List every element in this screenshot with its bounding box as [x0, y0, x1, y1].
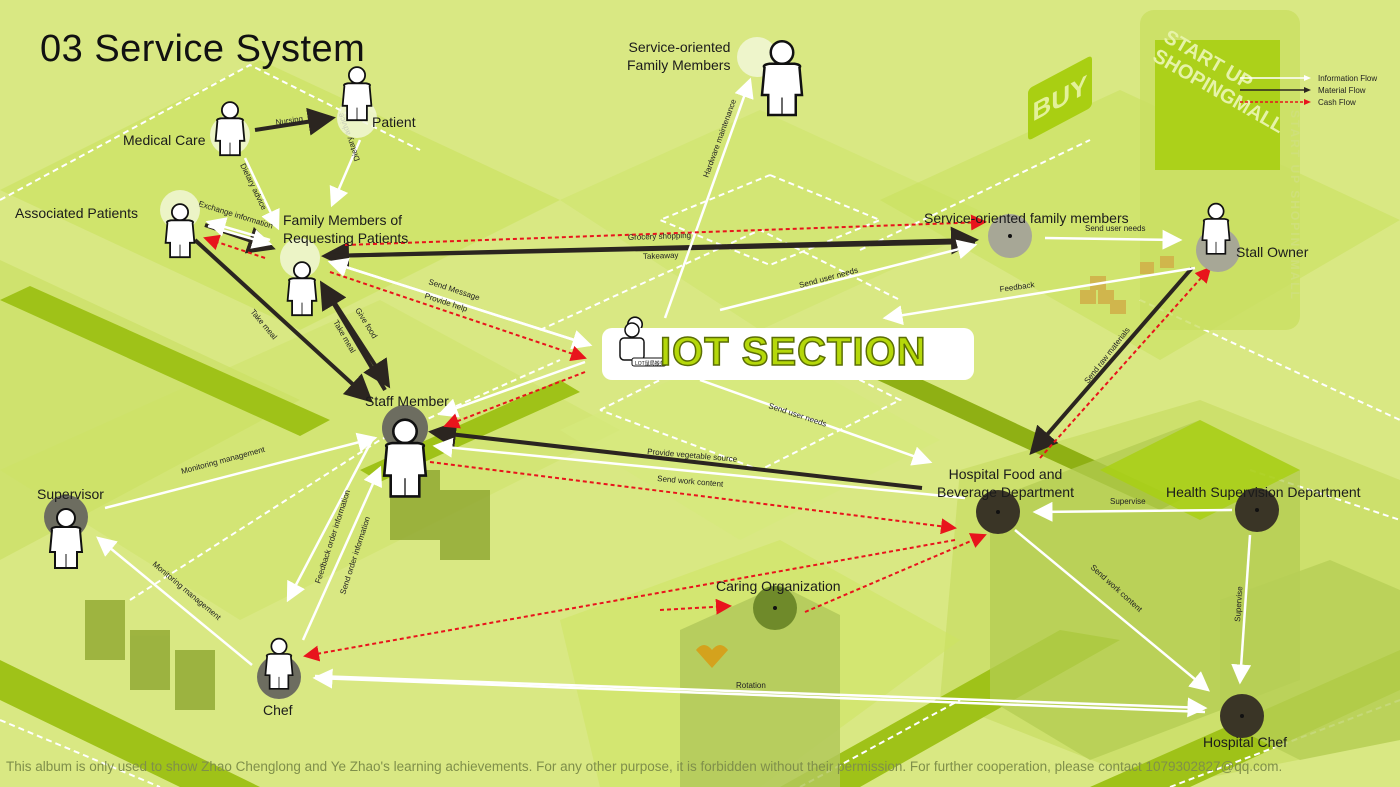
mall-facade — [1155, 40, 1280, 170]
footer-disclaimer: This album is only used to show Zhao Che… — [6, 759, 1283, 774]
legend-material-flow: Material Flow — [1240, 84, 1377, 96]
caring-building — [680, 585, 840, 787]
flow-rotation-to-hospital-chef — [314, 674, 1208, 718]
road-band — [0, 286, 330, 436]
top-center-platform — [560, 110, 1000, 330]
heart-icon — [696, 645, 728, 668]
node-dot — [773, 606, 777, 610]
label-service-family-members: Service-oriented family members — [924, 210, 1129, 226]
flow-monitoring-staff — [104, 432, 378, 510]
label-family-requesting-line-1: Family Members of — [283, 212, 403, 228]
cargo-boxes — [1080, 256, 1174, 314]
node-dot — [1255, 508, 1259, 512]
label-family-requesting: Family Members of Requesting Patients — [283, 211, 408, 247]
flow-send-raw-materials — [1029, 266, 1194, 456]
legend-information-flow: Information Flow — [1240, 72, 1377, 84]
flow-monitoring-chef — [96, 536, 253, 666]
flow-hardware-maintenance — [663, 77, 754, 319]
cash-family-to-mall — [344, 214, 987, 246]
flow-send-work-content — [432, 437, 966, 500]
legend-cash-flow: Cash Flow — [1240, 96, 1377, 108]
legend-material-flow-label: Material Flow — [1318, 85, 1366, 95]
cash-fb-to-chef — [303, 539, 956, 662]
cash-fb-to-stall — [1039, 266, 1212, 459]
cash-to-caring — [659, 598, 732, 615]
iot-section-box[interactable] — [602, 328, 974, 380]
flow-exchange-info-return — [207, 224, 273, 249]
flow-dietary-advice-medical — [243, 157, 280, 231]
annex-building — [1220, 560, 1400, 760]
legend-cash-flow-label: Cash Flow — [1318, 97, 1356, 107]
label-hospital-fb-line-1: Hospital Food and — [948, 466, 1063, 482]
kitchen-platform — [0, 300, 620, 620]
legend: Information Flow Material Flow Cash Flow — [1240, 72, 1377, 108]
flow-dietary-advice-patient — [329, 139, 362, 208]
label-health-supervision: Health Supervision Department — [1166, 484, 1361, 500]
label-patient: Patient — [372, 114, 416, 130]
legend-information-flow-label: Information Flow — [1318, 73, 1378, 83]
label-family-requesting-line-2: Requesting Patients — [283, 230, 409, 246]
flow-nursing — [254, 107, 336, 136]
node-dot — [1240, 714, 1244, 718]
cash-caring-to-fb — [804, 533, 987, 613]
label-rotation: Rotation — [736, 681, 766, 690]
center-platform — [560, 340, 940, 540]
label-service-family-line-2: Family Members — [627, 57, 731, 73]
cash-provide-help — [329, 271, 587, 362]
label-supervise-1: Supervise — [1110, 497, 1146, 506]
iot-group-icon: LOT鼠局搬务 — [619, 322, 667, 367]
label-hospital-fb-line-2: Beverage Department — [937, 484, 1074, 500]
cash-family-to-associated — [203, 234, 266, 259]
label-associated-patients: Associated Patients — [15, 205, 138, 221]
label-grocery-shopping: Grocery shopping — [628, 231, 691, 242]
flow-take-meal-associated — [193, 238, 373, 403]
flow-send-work-content-chef — [1014, 529, 1210, 692]
label-hospital-chef: Hospital Chef — [1203, 734, 1288, 750]
flow-send-user-needs-mall — [719, 239, 978, 312]
label-medical-care: Medical Care — [123, 132, 206, 148]
label-supervisor: Supervisor — [37, 486, 104, 502]
mall-vertical-sign: START UP SHOPINGMALL — [1288, 110, 1302, 301]
label-service-family-line-1: Service-oriented — [628, 39, 731, 55]
label-stall-owner: Stall Owner — [1236, 244, 1309, 260]
page-title: 03 Service System — [40, 28, 366, 70]
flow-iot-to-staff — [437, 360, 586, 418]
label-takeaway: Takeaway — [643, 251, 679, 261]
chef-person-icon — [264, 637, 294, 690]
road-band — [0, 660, 260, 787]
left-platform — [0, 260, 300, 560]
flow-rotation-to-chef — [312, 668, 1206, 714]
label-staff-member: Staff Member — [365, 393, 449, 409]
hospital-ward-platform — [0, 60, 560, 330]
medical-care-person-icon — [214, 101, 246, 157]
label-nursing: Nursing — [275, 114, 304, 127]
flow-send-message-return — [327, 257, 591, 347]
label-chef: Chef — [263, 702, 293, 718]
flow-give-food — [323, 286, 391, 389]
iot-badge: LOT鼠局搬务 — [635, 360, 665, 367]
flow-feedback-order — [286, 439, 374, 603]
label-supervise-2: Supervise — [1233, 585, 1244, 622]
label-send-user-needs-2: Send user needs — [1085, 224, 1146, 233]
flow-send-user-needs-stall — [1044, 229, 1183, 250]
label-hospital-fb: Hospital Food and Beverage Department — [937, 465, 1074, 501]
flow-supervise-chef — [1231, 534, 1252, 685]
patient-person-icon — [341, 66, 373, 122]
flow-feedback — [882, 266, 1196, 326]
label-caring-organization: Caring Organization — [716, 578, 841, 594]
kitchen-equipment — [85, 470, 490, 710]
iot-section-label: IOT SECTION — [659, 329, 927, 375]
flow-supervise-fb — [1032, 501, 1233, 522]
node-dot — [1008, 234, 1012, 238]
label-service-family: Service-oriented Family Members — [627, 38, 730, 74]
node-dot — [996, 510, 1000, 514]
flow-send-order — [301, 465, 382, 641]
flow-provide-vegetable-source — [428, 420, 923, 490]
flow-grocery — [324, 226, 979, 258]
stall-owner-person-icon — [1201, 202, 1231, 255]
flow-send-user-needs-hospital — [699, 378, 933, 466]
